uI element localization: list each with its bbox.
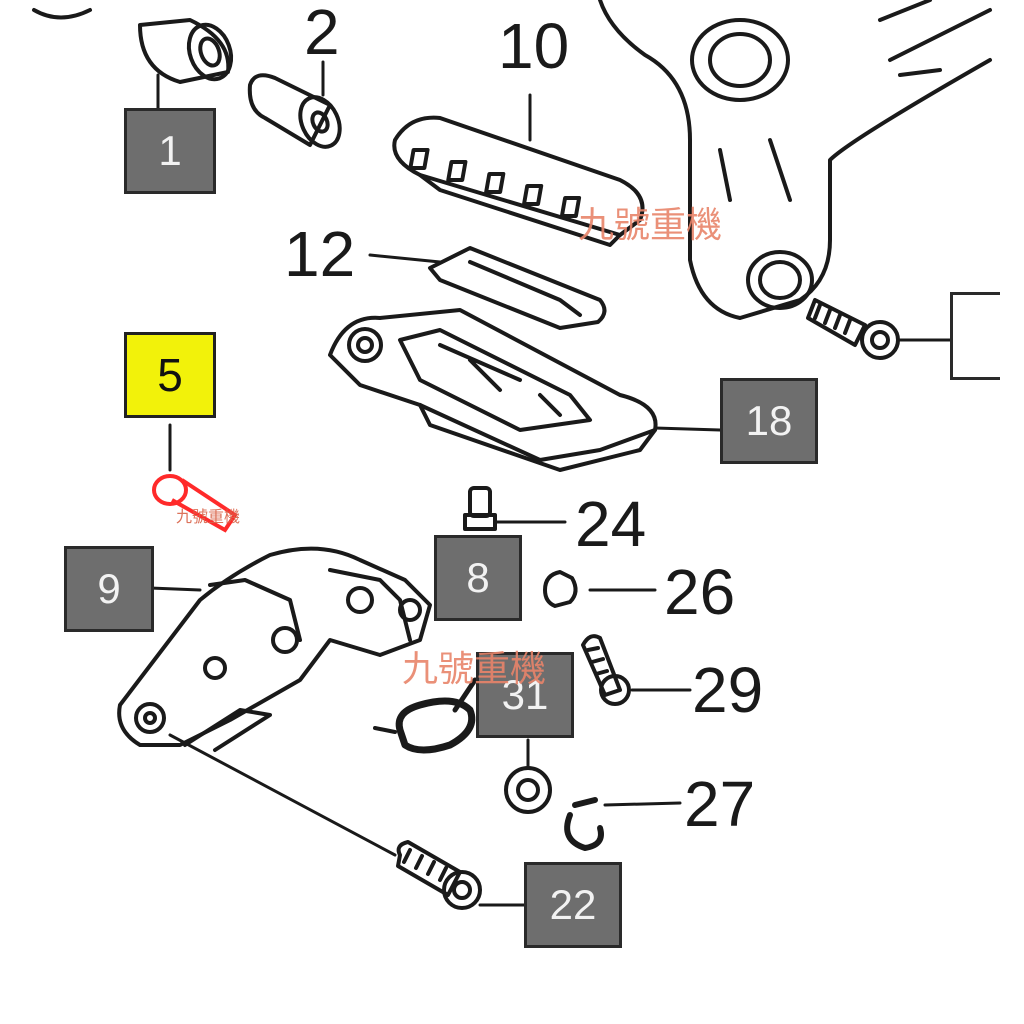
callout-box-1[interactable]: 1 bbox=[124, 108, 216, 194]
clip-part-27 bbox=[564, 797, 682, 851]
bushing-part-1 bbox=[138, 18, 234, 110]
bolt-right bbox=[806, 298, 952, 360]
bolt-part-22 bbox=[168, 733, 527, 910]
callout-number-10[interactable]: 10 bbox=[498, 10, 570, 82]
watermark-middle: 九號重機 bbox=[402, 649, 547, 690]
bolt-part-29 bbox=[581, 634, 692, 706]
callout-box-8[interactable]: 8 bbox=[434, 535, 522, 621]
pin-part-24 bbox=[463, 486, 567, 531]
callout-number-12[interactable]: 12 bbox=[284, 218, 356, 290]
footpeg-rubber-part-10 bbox=[392, 93, 645, 247]
callout-box-5-highlighted[interactable]: 5 bbox=[124, 332, 216, 418]
watermark-small: 九號重機 bbox=[176, 507, 241, 526]
spring-part-31 bbox=[373, 677, 478, 754]
pin-part-2 bbox=[247, 60, 342, 149]
footpeg-bracket-part-18 bbox=[328, 308, 722, 472]
frame-bracket-top-right bbox=[598, 0, 992, 320]
callout-box-18[interactable]: 18 bbox=[720, 378, 818, 464]
spacer-part-26 bbox=[543, 570, 657, 608]
watermark-top: 九號重機 bbox=[578, 205, 723, 246]
callout-number-29[interactable]: 29 bbox=[692, 654, 764, 726]
callout-number-26[interactable]: 26 bbox=[664, 556, 736, 628]
bracket-part-9 bbox=[117, 546, 432, 752]
callout-number-27[interactable]: 27 bbox=[684, 768, 756, 840]
plate-part-12 bbox=[368, 246, 607, 330]
callout-box-31[interactable]: 31 bbox=[476, 652, 574, 738]
callout-number-2[interactable]: 2 bbox=[304, 0, 340, 68]
washer bbox=[504, 738, 552, 814]
callout-number-24[interactable]: 24 bbox=[575, 488, 647, 560]
callout-box-9[interactable]: 9 bbox=[64, 546, 154, 632]
callout-box-partial-right bbox=[950, 292, 1000, 380]
callout-box-22[interactable]: 22 bbox=[524, 862, 622, 948]
highlighted-pin-part-5 bbox=[152, 474, 238, 533]
partial-part-top-left bbox=[32, 8, 92, 20]
